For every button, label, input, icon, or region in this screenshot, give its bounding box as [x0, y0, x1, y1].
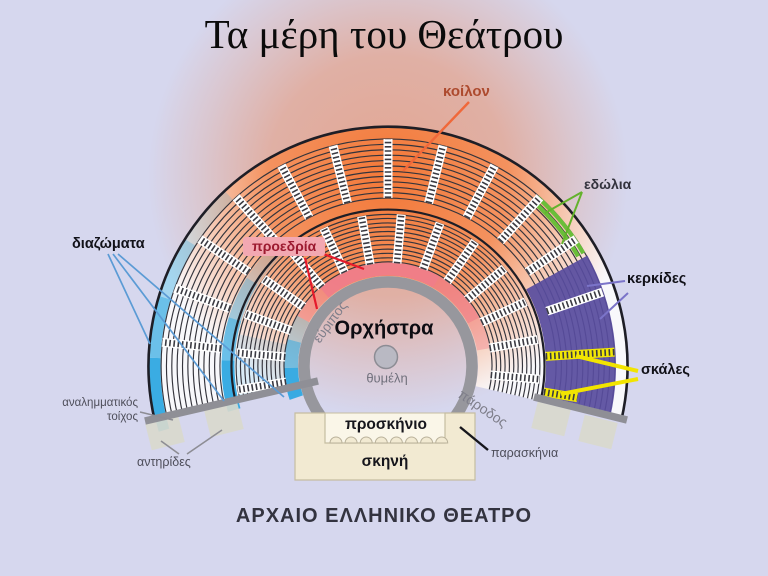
- label-diazomata: διαζώματα: [72, 236, 145, 252]
- caption: ΑΡΧΑΙΟ ΕΛΛΗΝΙΚΟ ΘΕΑΤΡΟ: [235, 505, 533, 527]
- pointer-antirides: [160, 440, 180, 455]
- pointer-skales: [575, 354, 639, 373]
- pointer-antirides: [186, 429, 223, 455]
- label-thymeli: θυμέλη: [366, 370, 408, 386]
- pointer-diazomata: [112, 253, 225, 402]
- stairs: [161, 139, 605, 395]
- pointer-edolia: [544, 191, 583, 214]
- label-koilon: κοίλον: [443, 83, 490, 100]
- label-analemmatic-wall: αναλημματικός τοίχος: [62, 397, 138, 424]
- label-kerkides: κερκίδες: [627, 271, 687, 287]
- pointer-analemmatic-wall: [139, 411, 174, 421]
- pointer-lines: [107, 101, 639, 455]
- retaining-walls: [144, 377, 628, 425]
- pointer-koilon: [402, 101, 470, 172]
- pointer-paraskenia: [459, 426, 489, 451]
- page-title: Τα μέρη του Θεάτρου: [204, 11, 564, 57]
- label-orchestra: Ορχήστρα: [334, 317, 434, 340]
- label-skales: σκάλες: [641, 362, 690, 378]
- thymeli-altar: [373, 344, 399, 370]
- outer-boundary: [147, 125, 629, 421]
- pointer-kerkides: [599, 292, 629, 320]
- label-antirides: αντηρίδες: [137, 455, 191, 469]
- pointer-edolia: [561, 191, 583, 245]
- pointer-proedria: [317, 250, 365, 271]
- pointer-diazomata: [117, 253, 285, 398]
- label-paraskenia: παρασκήνια: [491, 446, 559, 460]
- label-proedria: προεδρία: [243, 237, 326, 256]
- pointer-skales: [560, 377, 639, 396]
- proedria-ring: [297, 262, 490, 351]
- buttresses: [145, 401, 618, 451]
- pointer-diazomata: [107, 253, 151, 345]
- pointer-kerkides: [586, 280, 626, 287]
- label-skene: σκηνή: [361, 453, 409, 470]
- stage-building: [294, 412, 476, 481]
- label-edolia: εδώλια: [584, 176, 632, 192]
- middle-boundary: [230, 208, 546, 402]
- skales-highlight: [543, 347, 615, 403]
- pointer-proedria: [303, 257, 319, 310]
- label-proskenio: προσκήνιο: [344, 416, 428, 433]
